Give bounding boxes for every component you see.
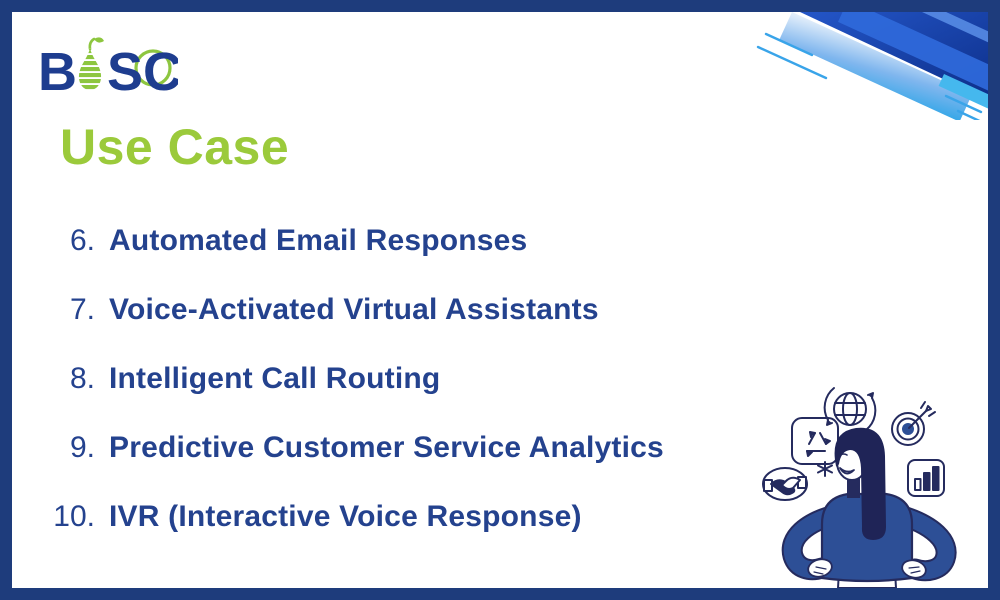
use-case-list: 6. Automated Email Responses 7. Voice-Ac… [12, 206, 782, 551]
hair [834, 427, 886, 540]
corner-dark-band [800, 12, 988, 100]
list-item-number: 8. [69, 361, 95, 395]
bar-chart-icon [907, 459, 945, 497]
list-item-number: 10. [53, 499, 95, 533]
corner-medium-stripe [838, 12, 988, 116]
list-item-label: Intelligent Call Routing [109, 361, 441, 395]
sparkle-icon [817, 461, 833, 477]
list-item: 6. Automated Email Responses [12, 206, 782, 275]
list-item-number: 9. [69, 430, 95, 464]
globe-icon [823, 387, 877, 431]
pear-icon [78, 37, 104, 90]
list-item-label: Predictive Customer Service Analytics [109, 430, 664, 464]
corner-inner-stripe [893, 12, 988, 87]
list-item-label: Voice-Activated Virtual Assistants [109, 292, 599, 326]
recycle-icon [791, 417, 839, 465]
list-item: 10. IVR (Interactive Voice Response) [12, 482, 782, 551]
woman-figure [781, 427, 957, 588]
smile [839, 467, 855, 475]
corner-decoration [756, 12, 988, 120]
list-item-label: Automated Email Responses [109, 223, 528, 257]
handshake-icon [762, 467, 808, 501]
customer-service-illustration [762, 387, 957, 588]
logo-text-b: B [38, 42, 77, 100]
list-item: 8. Intelligent Call Routing [12, 344, 782, 413]
target-icon [891, 401, 936, 446]
corner-cyan-chip [938, 74, 988, 112]
list-item-label: IVR (Interactive Voice Response) [109, 499, 582, 533]
company-logo: B SC [38, 37, 178, 100]
list-item-number: 7. [69, 292, 95, 326]
page-title: Use Case [60, 119, 290, 175]
list-item-number: 6. [69, 223, 95, 257]
logo-text-sc: SC [107, 42, 178, 100]
corner-thin-lines [756, 32, 983, 120]
corner-light-band [779, 12, 973, 120]
logo-green-arc [134, 49, 172, 87]
list-item: 7. Voice-Activated Virtual Assistants [12, 275, 782, 344]
list-item: 9. Predictive Customer Service Analytics [12, 413, 782, 482]
